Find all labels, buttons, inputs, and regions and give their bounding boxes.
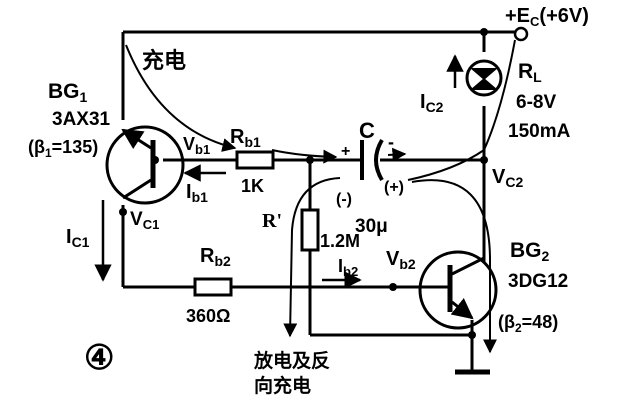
cap-polarity-left: (-) — [336, 191, 352, 208]
rb1-resistor — [235, 150, 275, 170]
rb2-resistor — [193, 277, 233, 297]
ic1-label: IC1 — [66, 226, 90, 250]
vb1-label: Vb1 — [183, 134, 210, 157]
capacitor-c — [360, 138, 384, 182]
lamp-rating-i: 150mA — [508, 121, 571, 142]
bg2-circle — [418, 250, 498, 330]
lamp-fill-top — [470, 68, 498, 80]
rb2-value: 360Ω — [186, 306, 230, 326]
bg1-emitter-leg — [121, 128, 152, 150]
cap-plate-right — [374, 138, 384, 182]
junction-vc1 — [119, 208, 127, 216]
vb2-label: Vb2 — [386, 248, 416, 272]
r-prime-name: R' — [262, 210, 282, 232]
charge-curve-2 — [271, 149, 338, 164]
rb1-name: Rb1 — [230, 126, 261, 150]
supply-terminal — [513, 26, 529, 42]
cap-name: C — [359, 118, 375, 143]
junction-r-prime — [306, 156, 314, 164]
junction-vb2 — [389, 283, 397, 291]
junctions — [119, 28, 488, 339]
cap-polarity-right: (+) — [384, 179, 404, 196]
supply-label: +EC(+6V) — [505, 5, 589, 29]
bg1-transistor — [105, 125, 185, 205]
vc2-label: VC2 — [492, 166, 523, 190]
r-prime-value: 1.2M — [320, 231, 360, 251]
discharge-curve-right — [411, 179, 497, 354]
bg2-emitter-leg — [450, 297, 474, 320]
r-prime-resistor — [300, 208, 320, 252]
junction-supply — [480, 28, 488, 36]
charge-annotation: 充电 — [142, 48, 186, 74]
rb1-value: 1K — [241, 176, 264, 196]
lamp-rl — [465, 59, 503, 97]
discharge-curve-left — [283, 177, 341, 338]
cap-minus: - — [388, 132, 394, 152]
ic2-label: IC2 — [420, 91, 444, 115]
junction-ground — [468, 331, 476, 339]
lamp-fill-bottom — [470, 78, 498, 90]
charge-curve-4 — [407, 39, 516, 181]
junction-vc2 — [480, 156, 488, 164]
bg2-beta: (β2=48) — [498, 312, 558, 335]
figure-number: ④ — [84, 339, 114, 377]
bg1-circle — [105, 125, 185, 205]
ib1-label: Ib1 — [186, 181, 208, 205]
discharge-annotation-line1: 放电及反 — [253, 349, 330, 372]
lamp-rating-v: 6-8V — [516, 92, 556, 113]
charge-curve-1 — [125, 44, 237, 152]
wires — [121, 30, 518, 375]
bg1-type: 3AX31 — [52, 109, 111, 130]
bg2-collector-leg — [451, 256, 485, 276]
bg2-name: BG2 — [510, 239, 550, 264]
cap-value: 30μ — [355, 216, 388, 237]
bg2-type: 3DG12 — [508, 271, 568, 292]
bg1-collector-leg — [122, 178, 152, 200]
discharge-annotation-line2: 向充电 — [254, 374, 311, 397]
bg1-beta: (β1=135) — [28, 137, 98, 160]
bg2-transistor — [418, 250, 498, 330]
vc1-label: VC1 — [130, 209, 159, 232]
charge-curve-3 — [387, 147, 407, 162]
rb2-name: Rb2 — [200, 245, 231, 269]
cap-plus: + — [341, 143, 350, 160]
bg1-name: BG1 — [48, 80, 88, 105]
ib2-label: Ib2 — [338, 256, 358, 279]
lamp-name: RL — [518, 60, 542, 85]
